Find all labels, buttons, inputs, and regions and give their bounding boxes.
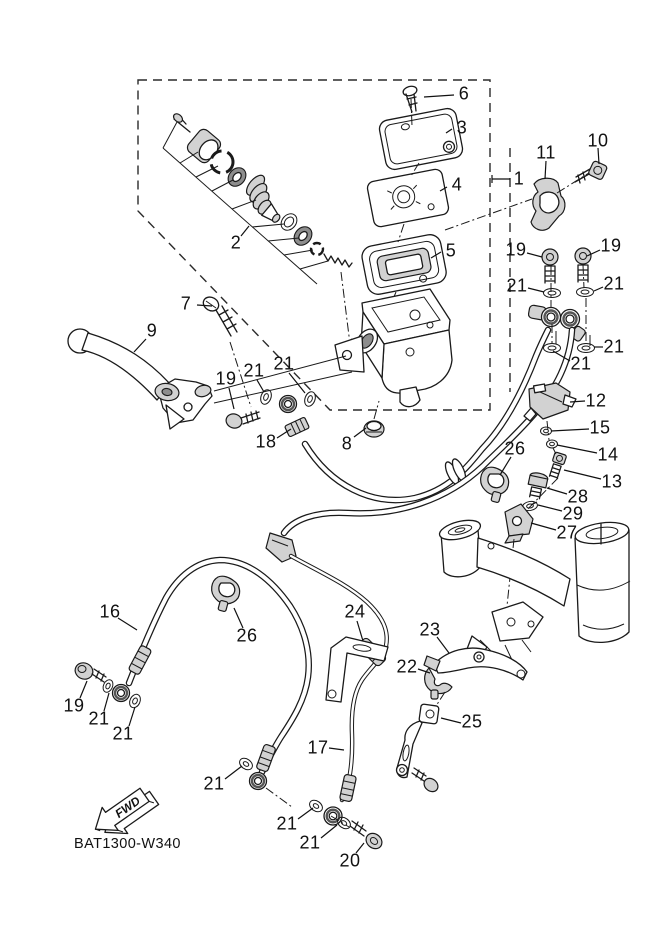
callout-label-28: 28 — [567, 486, 589, 507]
reservoir-cover-screw6 — [402, 85, 418, 113]
lever-banjo-group — [225, 326, 552, 504]
handlebar-clamp-part11 — [444, 170, 593, 231]
stay-bracket-part27 — [504, 503, 534, 607]
callout-label-1: 1 — [513, 168, 525, 189]
callout-label-7: 7 — [180, 293, 192, 314]
callout-label-19: 19 — [215, 368, 237, 389]
clamp-bolt-part10 — [574, 160, 608, 184]
callout-label-17: 17 — [307, 737, 329, 758]
union-bolt-part20 — [330, 815, 383, 850]
diaphragm-part5 — [361, 234, 447, 295]
banjo-bolt-19-left — [541, 248, 559, 284]
callout-label-19: 19 — [505, 239, 527, 260]
callout-label-26: 26 — [236, 625, 258, 646]
pivot-nut-part8 — [363, 420, 385, 438]
callout-label-6: 6 — [458, 83, 470, 104]
callout-label-22: 22 — [396, 656, 418, 677]
callout-label-27: 27 — [556, 522, 578, 543]
copper-washers-lower — [543, 264, 595, 353]
callout-label-16: 16 — [99, 601, 121, 622]
callout-leader-lines — [79, 94, 604, 854]
callout-label-25: 25 — [461, 711, 483, 732]
banjo-bolt-19-bottom — [74, 662, 141, 709]
callout-label-21: 21 — [203, 773, 225, 794]
callout-label-21: 21 — [603, 336, 625, 357]
diaphragm-plate-part4 — [366, 168, 450, 228]
callout-label-21: 21 — [88, 708, 110, 729]
callout-label-19: 19 — [63, 695, 85, 716]
callout-label-29: 29 — [562, 503, 584, 524]
drawing-part-code: BAT1300-W340 — [74, 836, 181, 852]
piston-kit-part2 — [162, 113, 361, 351]
master-piston — [245, 174, 281, 223]
callout-label-2: 2 — [230, 232, 242, 253]
callout-label-21: 21 — [299, 832, 321, 853]
callout-label-21: 21 — [570, 353, 592, 374]
brake-lever-part9 — [67, 328, 353, 430]
callout-label-21: 21 — [112, 723, 134, 744]
switch-washer-part15 — [540, 426, 552, 436]
callout-label-24: 24 — [344, 601, 366, 622]
callout-label-21: 21 — [603, 273, 625, 294]
callout-label-19: 19 — [600, 235, 622, 256]
switch-screw-part13 — [519, 420, 567, 518]
callout-label-23: 23 — [419, 619, 441, 640]
brake-hose-part16 — [111, 556, 312, 808]
stay-part23 — [423, 647, 528, 681]
callout-label-21: 21 — [243, 360, 265, 381]
bracket-part25 — [395, 691, 446, 793]
dashed-assembly-box — [137, 79, 511, 411]
copper-washers-top — [543, 287, 594, 298]
callout-label-5: 5 — [445, 240, 457, 261]
clamp-part22 — [424, 667, 453, 700]
callout-label-21: 21 — [273, 353, 295, 374]
callout-label-3: 3 — [456, 117, 468, 138]
bottom-washers-21 — [239, 757, 351, 830]
callout-label-9: 9 — [146, 320, 158, 341]
double-banjo-fitting — [527, 304, 591, 346]
switch-washer-part14 — [546, 439, 558, 449]
callout-label-14: 14 — [597, 444, 619, 465]
bracket-bolt-part28 — [527, 472, 549, 506]
callout-label-15: 15 — [589, 417, 611, 438]
callout-label-21: 21 — [276, 813, 298, 834]
callout-label-21: 21 — [506, 275, 528, 296]
hose-clamp-part26-lower — [211, 575, 241, 613]
callout-label-12: 12 — [585, 390, 607, 411]
callout-label-13: 13 — [601, 471, 623, 492]
reservoir-cover-part3 — [378, 107, 464, 171]
callout-label-4: 4 — [451, 174, 463, 195]
callout-label-26: 26 — [504, 438, 526, 459]
pivot-bolt-part7 — [202, 296, 252, 408]
callout-label-10: 10 — [587, 130, 609, 151]
brake-switch-part12 — [523, 382, 577, 422]
master-cylinder-body — [334, 288, 453, 420]
pipe-bracket-part24 — [325, 636, 389, 703]
triple-clamp — [438, 519, 631, 643]
callout-label-20: 20 — [339, 850, 361, 871]
callout-label-18: 18 — [255, 431, 277, 452]
callout-label-8: 8 — [341, 433, 353, 454]
hose-clamp-part26-upper — [480, 466, 510, 504]
callout-label-11: 11 — [536, 142, 556, 163]
